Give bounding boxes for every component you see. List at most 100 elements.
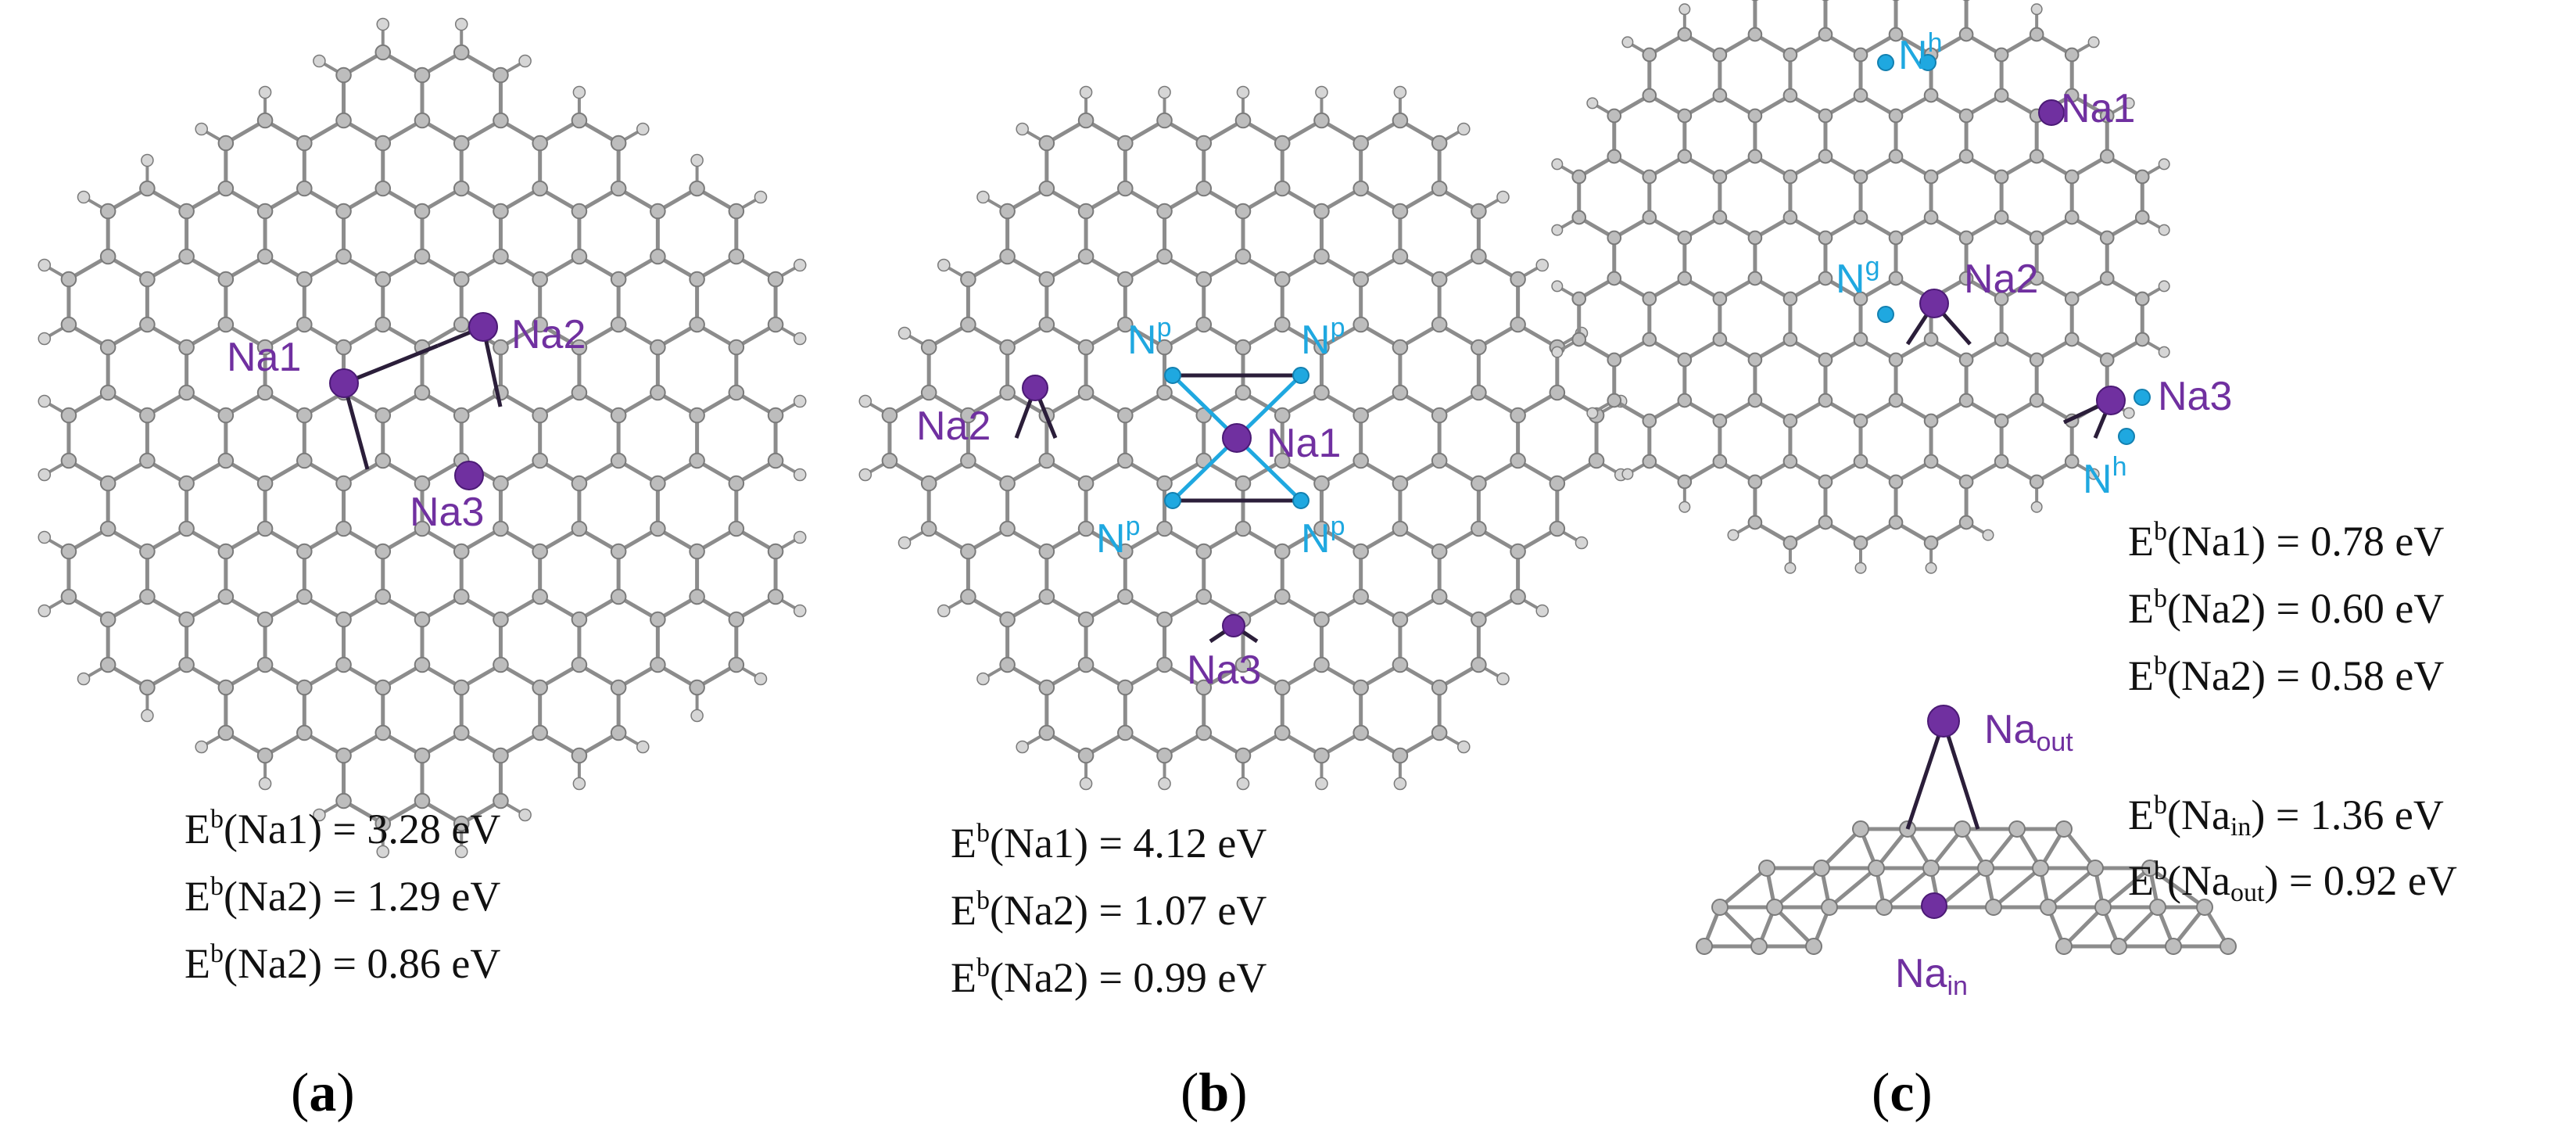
carbon-atom (1888, 352, 1904, 368)
carbon-atom (493, 656, 509, 673)
na1-n-bond (1171, 374, 1238, 440)
nh-label-c-2: Nh (2083, 452, 2126, 502)
carbon-atom (532, 271, 548, 288)
hydrogen-atom (258, 85, 272, 99)
carbon-atom (1117, 543, 1134, 560)
carbon-atom (335, 656, 352, 673)
carbon-atom (99, 384, 116, 401)
carbon-atom (217, 180, 235, 197)
side-carbon-atom (2165, 938, 2182, 955)
carbon-atom (1156, 747, 1173, 764)
side-carbon-atom (1985, 899, 2002, 916)
carbon-atom (178, 475, 195, 492)
carbon-atom (650, 248, 666, 265)
carbon-atom (414, 475, 431, 492)
carbon-atom (1352, 724, 1369, 741)
carbon-atom (1818, 271, 1833, 286)
carbon-atom (689, 679, 705, 696)
carbon-atom (1352, 271, 1369, 288)
hydrogen-atom (1236, 777, 1250, 791)
side-carbon-atom (1711, 899, 1729, 916)
carbon-atom (1677, 393, 1693, 408)
panel-c-energies: Eb(Na1) = 0.78 eV Eb(Na2) = 0.60 eV Eb(N… (2128, 517, 2457, 907)
carbon-atom (2099, 271, 2115, 286)
carbon-atom (99, 656, 116, 673)
carbon-atom (1038, 135, 1055, 152)
carbon-atom (1607, 108, 1622, 124)
carbon-atom (1471, 203, 1487, 220)
carbon-atom (1888, 271, 1904, 286)
energy-line-a-2: Eb(Na2) = 1.29 eV (185, 872, 500, 920)
carbon-atom (453, 815, 470, 832)
hydrogen-atom (1621, 36, 1634, 48)
carbon-atom (1712, 169, 1728, 185)
carbon-atom (60, 271, 77, 288)
carbon-atom (1818, 230, 1833, 246)
carbon-atom (217, 407, 235, 424)
hydrogen-atom (793, 468, 807, 482)
carbon-atom (493, 248, 509, 265)
carbon-atom (1923, 169, 1939, 185)
carbon-atom (1888, 474, 1904, 490)
carbon-atom (1888, 393, 1904, 408)
side-bond (2148, 866, 2206, 910)
side-carbon-atom (1766, 899, 1783, 916)
carbon-atom (139, 316, 156, 333)
carbon-atom (1782, 210, 1798, 225)
carbon-atom (1782, 332, 1798, 347)
carbon-atom (1117, 135, 1134, 152)
carbon-atom (1156, 520, 1173, 537)
side-carbon-atom (2220, 938, 2237, 955)
carbon-atom (1853, 88, 1868, 103)
carbon-atom (453, 271, 470, 288)
hydrogen-atom (1551, 346, 1564, 358)
hydrogen-atom (454, 17, 468, 31)
carbon-atom (1471, 611, 1487, 628)
hydrogen-atom (2123, 407, 2135, 419)
carbon-atom (1117, 588, 1134, 605)
hydrogen-atom (77, 672, 91, 686)
carbon-atom (1392, 520, 1409, 537)
carbon-atom (1510, 588, 1526, 605)
carbon-atom (1313, 203, 1330, 220)
hydrogen-atom (1315, 85, 1328, 99)
graphene-flake-c (1551, 0, 2170, 574)
hydrogen-atom (690, 709, 704, 723)
side-bond (2101, 867, 2151, 909)
carbon-atom (1923, 413, 1939, 429)
carbon-atom (374, 44, 392, 61)
hydrogen-atom (376, 17, 390, 31)
side-bond (1820, 827, 1862, 870)
carbon-atom (1431, 180, 1448, 197)
carbon-atom (2099, 108, 2115, 124)
carbon-atom (1607, 393, 1622, 408)
carbon-atom (374, 724, 392, 741)
carbon-atom (920, 384, 937, 401)
side-carbon-atom (1813, 860, 1830, 877)
carbon-atom (1274, 588, 1291, 605)
energy-line-c-3: Eb(Na2) = 0.58 eV (2128, 651, 2444, 699)
hydrogen-atom (1236, 85, 1250, 99)
carbon-atom (1234, 339, 1252, 356)
carbon-atom (217, 271, 235, 288)
carbon-atom (1607, 271, 1622, 286)
carbon-atom (1571, 332, 1587, 347)
carbon-atom (453, 180, 470, 197)
side-carbon-atom (2055, 938, 2073, 955)
carbon-atom (2029, 230, 2044, 246)
carbon-atom (1077, 611, 1095, 628)
hydrogen-atom (1621, 468, 1634, 480)
carbon-atom (1642, 47, 1657, 63)
carbon-atom (374, 271, 392, 288)
carbon-atom (1352, 180, 1369, 197)
carbon-atom (650, 475, 666, 492)
carbon-atom (1392, 747, 1409, 764)
hydrogen-atom (1315, 777, 1328, 791)
carbon-atom (1038, 724, 1055, 741)
hydrogen-atom (2158, 158, 2170, 170)
carbon-atom (1431, 135, 1448, 152)
carbon-atom (1642, 88, 1657, 103)
carbon-atom (1782, 47, 1798, 63)
carbon-atom (1195, 679, 1213, 696)
carbon-atom (728, 203, 745, 220)
